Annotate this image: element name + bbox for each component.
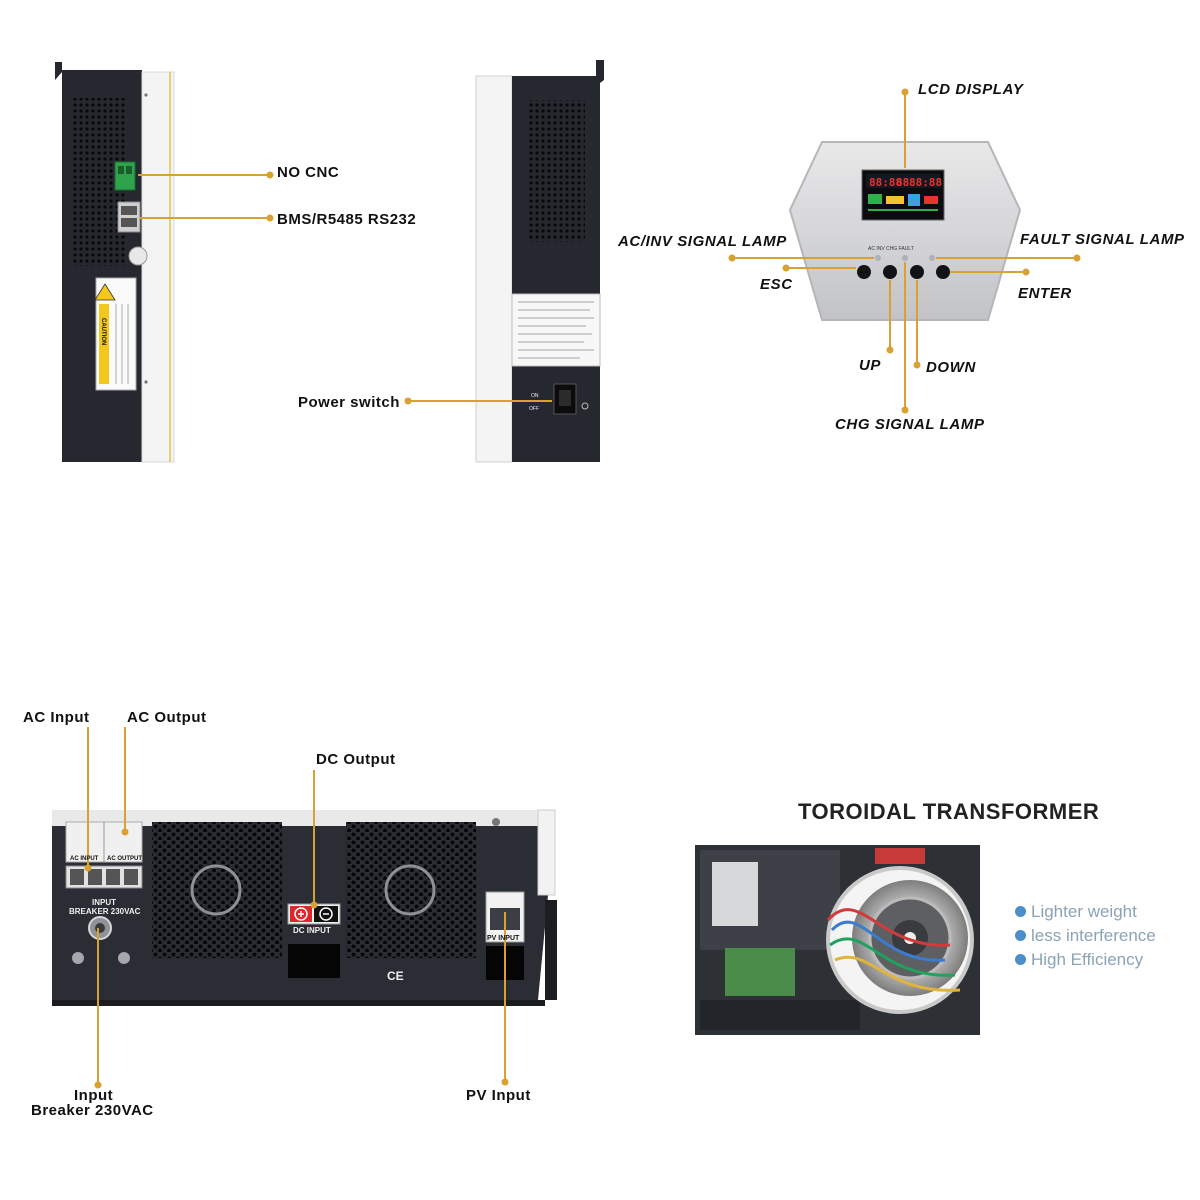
ac-output-plate: AC OUTPUT <box>107 856 142 862</box>
feature-text: High Efficiency <box>1031 950 1144 969</box>
breaker-plate-2: BREAKER 230VAC <box>69 907 141 916</box>
feature-text: Lighter weight <box>1031 902 1137 921</box>
lcd-digits-mid: 88 <box>896 176 909 189</box>
dc-input-plate: DC INPUT <box>293 926 331 935</box>
plate-texts: CAUTION ON OFF DC INPUT PV INPUT AC INPU… <box>69 318 539 983</box>
label-down: DOWN <box>926 359 976 376</box>
switch-off-text: OFF <box>529 406 539 412</box>
label-input-breaker-1: Input <box>74 1087 114 1104</box>
ac-input-plate: AC INPUT <box>70 856 99 862</box>
label-ac-inv-lamp: AC/INV SIGNAL LAMP <box>618 233 787 250</box>
lcd-digits-left: 88:88 <box>869 176 902 189</box>
label-up: UP <box>859 357 882 374</box>
label-ac-input: AC Input <box>23 709 90 726</box>
lcd-digits-right: 88:88 <box>909 176 942 189</box>
transformer-photo <box>695 845 980 1035</box>
label-chg-lamp: CHG SIGNAL LAMP <box>835 416 985 433</box>
control-panel: 88:88 88 88:88 AC INV CHG FAULT <box>788 141 1022 321</box>
feature-text: less interference <box>1031 926 1156 945</box>
label-ac-output: AC Output <box>127 709 207 726</box>
transformer-title: TOROIDAL TRANSFORMER <box>798 799 1100 824</box>
check-icon <box>1015 930 1026 941</box>
feature-item: Lighter weight <box>1015 902 1137 922</box>
label-power-switch: Power switch <box>298 394 400 411</box>
label-pv-input: PV Input <box>466 1087 531 1104</box>
check-icon <box>1015 906 1026 917</box>
label-no-cnc: NO CNC <box>277 164 340 181</box>
side-view-unit <box>55 62 175 463</box>
pv-input-plate: PV INPUT <box>487 935 520 942</box>
label-enter: ENTER <box>1018 285 1072 302</box>
ce-mark: CE <box>387 969 404 983</box>
check-icon <box>1015 954 1026 965</box>
label-bms: BMS/R5485 RS232 <box>277 211 417 228</box>
leader-lines <box>84 88 1081 1089</box>
rear-view-unit <box>475 60 604 463</box>
label-input-breaker-2: Breaker 230VAC <box>31 1102 154 1119</box>
label-fault-lamp: FAULT SIGNAL LAMP <box>1020 231 1185 248</box>
switch-on-text: ON <box>531 393 539 399</box>
label-dc-output: DC Output <box>316 751 396 768</box>
breaker-plate-1: INPUT <box>92 898 116 907</box>
label-esc: ESC <box>760 276 793 293</box>
caution-text: CAUTION <box>100 318 106 345</box>
feature-item: High Efficiency <box>1015 950 1143 970</box>
feature-item: less interference <box>1015 926 1156 946</box>
svg-text:AC INV CHG FAULT: AC INV CHG FAULT <box>868 246 914 252</box>
label-lcd-display: LCD DISPLAY <box>918 81 1024 98</box>
